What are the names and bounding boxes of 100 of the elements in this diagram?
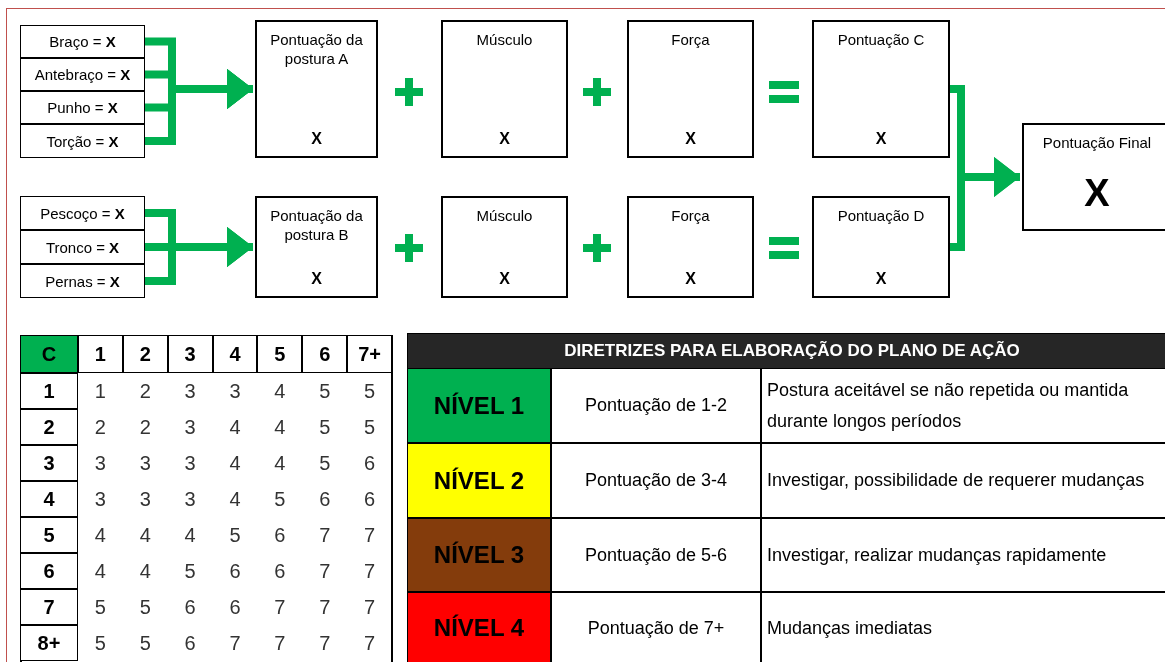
level-label: NÍVEL 2 [407,443,551,518]
input-row [20,124,145,158]
score-title: Pontuação da postura B [269,206,364,244]
table-value: 4 [138,558,152,584]
column-header: 2 [122,335,168,373]
body-part-score: Torção = X [46,132,119,150]
action-description: Investigar, realizar mudanças rapidamente [761,518,1165,592]
table-value: 7 [318,630,332,656]
score-title: Pontuação C [836,30,926,49]
table-value: 5 [318,414,332,440]
score-title: Pontuação Final [1041,133,1153,152]
row-header: 4 [20,481,78,517]
table-value: 2 [93,414,107,440]
table-value: 7 [273,594,287,620]
table-value: 4 [138,522,152,548]
table-value: 5 [138,630,152,656]
body-part-score: Punho = X [47,99,118,116]
table-value: 7 [318,522,332,548]
action-description: Mudanças imediatas [761,592,1165,662]
table-value: 7 [363,558,377,584]
table-value: 3 [93,450,107,476]
table-value: 3 [228,378,242,404]
table-value: 5 [138,594,152,620]
input-row [20,25,145,58]
score-value: X [684,130,697,148]
score-box [255,20,378,158]
table-value: 7 [273,630,287,656]
table-value: 5 [318,450,332,476]
column-header: 3 [167,335,213,373]
table-value: 4 [93,522,107,548]
score-range: Pontuação de 1-2 [551,368,761,443]
score-value: X [498,130,511,148]
score-range: Pontuação de 3-4 [551,443,761,518]
score-title: Força [670,206,711,225]
score-title: Músculo [475,30,534,49]
score-box [627,20,754,158]
body-part-score: Pernas = X [45,272,120,290]
table-value: 6 [363,486,377,512]
table-value: 7 [318,594,332,620]
level-label: NÍVEL 1 [407,368,551,443]
table-value: 5 [363,414,377,440]
table-value: 5 [273,486,287,512]
score-value: X [684,270,697,288]
table-value: 5 [93,594,107,620]
table-value: 5 [318,378,332,404]
table-value: 6 [273,522,287,548]
table-value: 7 [363,594,377,620]
row-header: 6 [20,553,78,589]
table-value: 3 [183,486,197,512]
action-description: Postura aceitável se não repetida ou mantida durante longos períodos [761,368,1165,443]
score-value: X [310,130,323,148]
level-label: NÍVEL 4 [407,592,551,662]
input-row [20,264,145,298]
table-value: 2 [138,378,152,404]
table-value: 7 [228,630,242,656]
column-header: 7+ [347,335,392,373]
row-header: 5 [20,517,78,553]
table-value: 3 [183,378,197,404]
table-value: 7 [363,630,377,656]
table-value: 1 [93,378,107,404]
score-box [812,20,950,158]
input-row [20,91,145,124]
row-header: 7 [20,589,78,625]
final-score-box [1022,123,1165,231]
score-value: X [498,270,511,288]
table-value: 3 [183,414,197,440]
table-value: 5 [93,630,107,656]
level-label: NÍVEL 3 [407,518,551,592]
table-value: 3 [138,486,152,512]
table-value: 5 [183,558,197,584]
table-value: 4 [273,378,287,404]
table-value: 5 [363,378,377,404]
input-row [20,196,145,230]
input-row [20,230,145,264]
score-box [441,196,568,298]
table-value: 3 [183,450,197,476]
table-title: DIRETRIZES PARA ELABORAÇÃO DO PLANO DE AÇÃO [407,333,1165,369]
score-value: X [874,130,888,148]
score-range: Pontuação de 7+ [551,592,761,662]
table-value: 5 [228,522,242,548]
table-value: 6 [273,558,287,584]
table-value: 3 [93,486,107,512]
table-value: 4 [228,450,242,476]
score-box [255,196,378,298]
score-range: Pontuação de 5-6 [551,518,761,592]
body-part-score: Antebraço = X [34,66,131,83]
score-box [441,20,568,158]
row-header: 1 [20,373,78,409]
table-value: 7 [363,522,377,548]
score-title: Força [670,30,711,49]
score-value: X [310,270,323,288]
table-value: 6 [318,486,332,512]
table-value: 4 [273,450,287,476]
score-title: Pontuação da postura A [269,30,364,68]
table-value: 6 [183,630,197,656]
row-header: 2 [20,409,78,445]
table-value: 4 [228,414,242,440]
body-part-score: Tronco = X [45,238,120,256]
input-row [20,58,145,91]
column-header: 6 [302,335,348,373]
